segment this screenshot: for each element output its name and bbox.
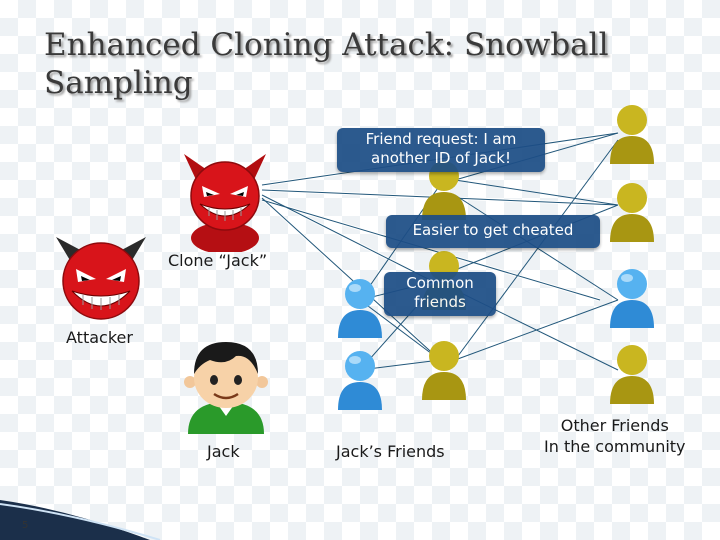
- jacks-friend-icon: [338, 351, 382, 410]
- friend-request-line2: another ID of Jack!: [371, 149, 511, 167]
- common-friends-callout: Common friends: [384, 272, 496, 316]
- community-blue-friend-icon: [610, 269, 654, 328]
- jack-label: Jack: [207, 442, 240, 461]
- jacks-friends-label: Jack’s Friends: [336, 442, 445, 461]
- jacks-friend-icon: [338, 279, 382, 338]
- community-friend-icon: [610, 105, 654, 164]
- common-friends-line2: friends: [414, 293, 466, 311]
- page-number: 5: [22, 520, 29, 531]
- common-friend-icon: [422, 341, 466, 400]
- friend-request-line1: Friend request: I am: [365, 130, 517, 148]
- friend-request-callout: Friend request: I am another ID of Jack!: [337, 128, 545, 172]
- jack-person-icon: [184, 342, 268, 434]
- attacker-label: Attacker: [66, 328, 133, 347]
- easier-cheated-callout: Easier to get cheated: [386, 215, 600, 248]
- clone-devil-icon: [184, 154, 266, 252]
- community-friend-icon: [610, 345, 654, 404]
- slide-title: Enhanced Cloning Attack: Snowball Sampli…: [44, 27, 609, 101]
- bottom-swoosh-decoration: [0, 500, 161, 540]
- attacker-devil-icon: [56, 237, 146, 320]
- other-friends-label: Other Friends In the community: [544, 415, 686, 457]
- clone-label: Clone “Jack”: [168, 251, 268, 270]
- other-friends-line2: In the community: [544, 437, 686, 456]
- community-friend-icon: [610, 183, 654, 242]
- common-friends-line1: Common: [406, 274, 474, 292]
- other-friends-line1: Other Friends: [560, 416, 669, 435]
